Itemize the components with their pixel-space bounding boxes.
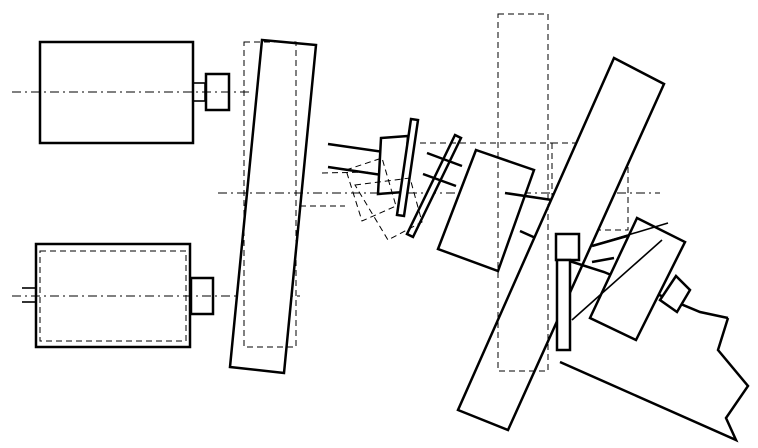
inclined-plate-guide-overlay [497,13,549,372]
disc-1 [395,117,420,218]
shaft-lower-line [327,165,383,177]
chute-roller-hub [658,274,692,314]
link-lower [422,172,457,188]
link-upper [426,151,463,168]
chute-diagonal-2 [597,222,669,245]
chute-clamp [554,232,581,262]
motor-bottom [12,242,300,349]
motor-top [12,40,250,145]
chute-roller [588,216,687,342]
swing-arm-ghost-1 [345,157,397,222]
hopper-chute [554,216,750,443]
column-plate-body [228,38,318,375]
column-guide-overlay [243,41,297,348]
chute-post [555,258,572,352]
chute-outline [559,317,750,443]
swing-arm-ghost-2 [354,177,423,241]
chute-link-2 [591,256,615,264]
roller-block [436,148,536,273]
chute-diagonal-1 [571,239,663,321]
shaft-upper-line [327,142,385,154]
shaft-assembly [321,117,553,273]
roller-link-upper [504,191,553,202]
